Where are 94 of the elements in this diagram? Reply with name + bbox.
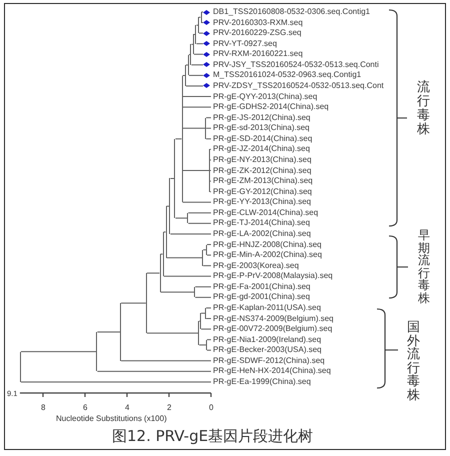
tick-label: 0 <box>209 403 214 412</box>
taxon-label: PR-gE-Nia1-2009(Ireland).seq <box>211 334 322 345</box>
tick-label: 2 <box>167 403 172 412</box>
branch-line <box>160 292 195 293</box>
taxon-label: PR-gE-JZ-2014(China).seq <box>211 144 310 154</box>
branch-line <box>206 339 212 340</box>
taxon-label: PR-gE-00V72-2009(Belgium).seq <box>211 324 332 334</box>
taxon-label: PR-gE-YY-2013(China).seq <box>211 197 311 208</box>
branch-line <box>206 138 212 140</box>
branch-line <box>190 44 194 45</box>
taxon-label: PR-gE-Fa-2001(China).seq <box>211 282 310 292</box>
taxon-label: PRV-20160229-ZSG.seq <box>212 28 302 38</box>
taxon-label: PRV-JSY_TSS20160524-0532-0513.seq.Conti <box>212 60 379 70</box>
tick-label: 6 <box>83 403 88 412</box>
taxon-label: PR-gE-Becker-2003(USA).seq <box>211 345 322 356</box>
branch-line <box>194 296 212 298</box>
branch-line <box>146 332 199 334</box>
branch-line <box>194 286 212 288</box>
taxon-label: PR-gE-NY-2013(China).seq <box>211 154 312 165</box>
branch-line <box>182 170 210 172</box>
branch-line <box>206 254 212 256</box>
branch-line <box>188 222 212 224</box>
branch-line <box>206 318 212 320</box>
tick-label: 4 <box>125 403 130 412</box>
clade-label: 流行毒株 <box>416 81 431 137</box>
branch-line <box>163 276 212 277</box>
taxon-label: PR-gE-JS-2012(China).seq <box>211 112 310 123</box>
branch-line <box>198 32 204 34</box>
taxon-label: PR-gE-SDWF-2012(China).seq <box>211 356 325 366</box>
branch-line <box>188 212 212 214</box>
branch-line <box>182 75 186 76</box>
taxon-label: PRV-RXM-20160221.seq <box>212 49 303 60</box>
branch-line <box>190 64 204 66</box>
branch-line <box>196 43 204 44</box>
branch-line <box>96 370 212 372</box>
taxon-label: PR-gE-NS374-2009(Belgium).seq <box>211 314 334 324</box>
taxon-label: PR-gE-GY-2012(China).seq <box>211 186 312 197</box>
branch-line <box>96 331 121 332</box>
tick-label: 8 <box>41 403 46 412</box>
branch-line <box>182 202 212 203</box>
taxon-label: PR-gE-sd-2013(China).seq <box>211 123 310 134</box>
taxon-label: PR-gE-SD-2014(China).seq <box>211 134 312 144</box>
taxon-label: PRV-ZDSY_TSS20160524-0532-0513.seq.Cont <box>212 80 384 91</box>
branch-line <box>198 16 201 18</box>
branch-line <box>20 381 212 382</box>
figure-caption: 图12. PRV-gE基因片段进化树 <box>112 427 314 445</box>
branch-line <box>185 64 188 66</box>
branch-line <box>188 54 191 56</box>
branch-line <box>206 128 212 129</box>
branch-line <box>200 312 206 314</box>
branch-line <box>196 24 198 26</box>
branch-line <box>146 272 160 274</box>
taxon-label: PR-gE-QYY-2013(China).seq <box>211 92 318 102</box>
branch-line <box>206 244 212 246</box>
branch-line <box>202 249 206 250</box>
branch-line <box>198 344 206 346</box>
clade-label: 国外流行毒株 <box>406 321 421 402</box>
branch-line <box>120 302 146 304</box>
taxon-label: PR-gE-TJ-2014(China).seq <box>211 218 310 228</box>
taxon-label: PR-gE-gd-2001(China).seq <box>211 292 310 302</box>
taxon-label: M_TSS20161024-0532-0963.seq.Contig1 <box>212 70 362 80</box>
taxon-label: PRV-YT-0927.seq <box>212 38 277 49</box>
branch-line <box>202 265 212 266</box>
taxon-label: PR-gE-ZK-2012(China).seq <box>211 166 312 176</box>
taxon-label: PR-gE-CLW-2014(China).seq <box>211 208 318 218</box>
taxon-label: PR-gE-Min-A-2002(China).seq <box>211 250 322 260</box>
branch-line <box>188 74 204 76</box>
branch-line <box>182 96 212 98</box>
branch-line <box>193 54 204 55</box>
branch-line <box>120 360 212 362</box>
taxon-label: DB1_TSS20160808-0532-0306.seq.Contig1 <box>212 7 370 17</box>
branch-line <box>166 257 203 258</box>
taxon-label: PR-gE-Kaplan-2011(USA).seq <box>211 302 321 313</box>
branch-line <box>206 350 212 351</box>
branch-line <box>200 328 212 330</box>
branch-line <box>206 307 212 308</box>
taxon-label: PR-gE-LA-2002(China).seq <box>211 228 311 239</box>
taxon-label: PR-gE-HNJZ-2008(China).seq <box>211 240 322 250</box>
branch-line <box>182 128 206 129</box>
taxon-label: PR-gE-HeN-HX-2014(China).seq <box>211 366 331 376</box>
branch-line <box>170 233 212 234</box>
branch-line <box>174 138 182 140</box>
clade-label: 早期流行毒株 <box>417 229 431 304</box>
axis-title: Nucleotide Substitutions (x100) <box>56 414 167 423</box>
taxon-label: PR-gE-ZM-2013(China).seq <box>211 176 313 186</box>
taxon-label: PRV-20160303-RXM.seq <box>212 18 303 28</box>
taxon-label: PR-gE-2003(Korea).seq <box>211 260 299 271</box>
branch-line <box>182 106 212 108</box>
taxon-label: PR-gE-P-PrV-2008(Malaysia).seq <box>211 271 333 282</box>
taxon-label: PR-gE-Ea-1999(China).seq <box>211 376 311 387</box>
taxon-label: PR-gE-GDHS2-2014(China).seq <box>211 102 329 112</box>
branch-line <box>174 218 188 219</box>
branch-line <box>20 351 97 352</box>
branch-line <box>206 117 212 118</box>
